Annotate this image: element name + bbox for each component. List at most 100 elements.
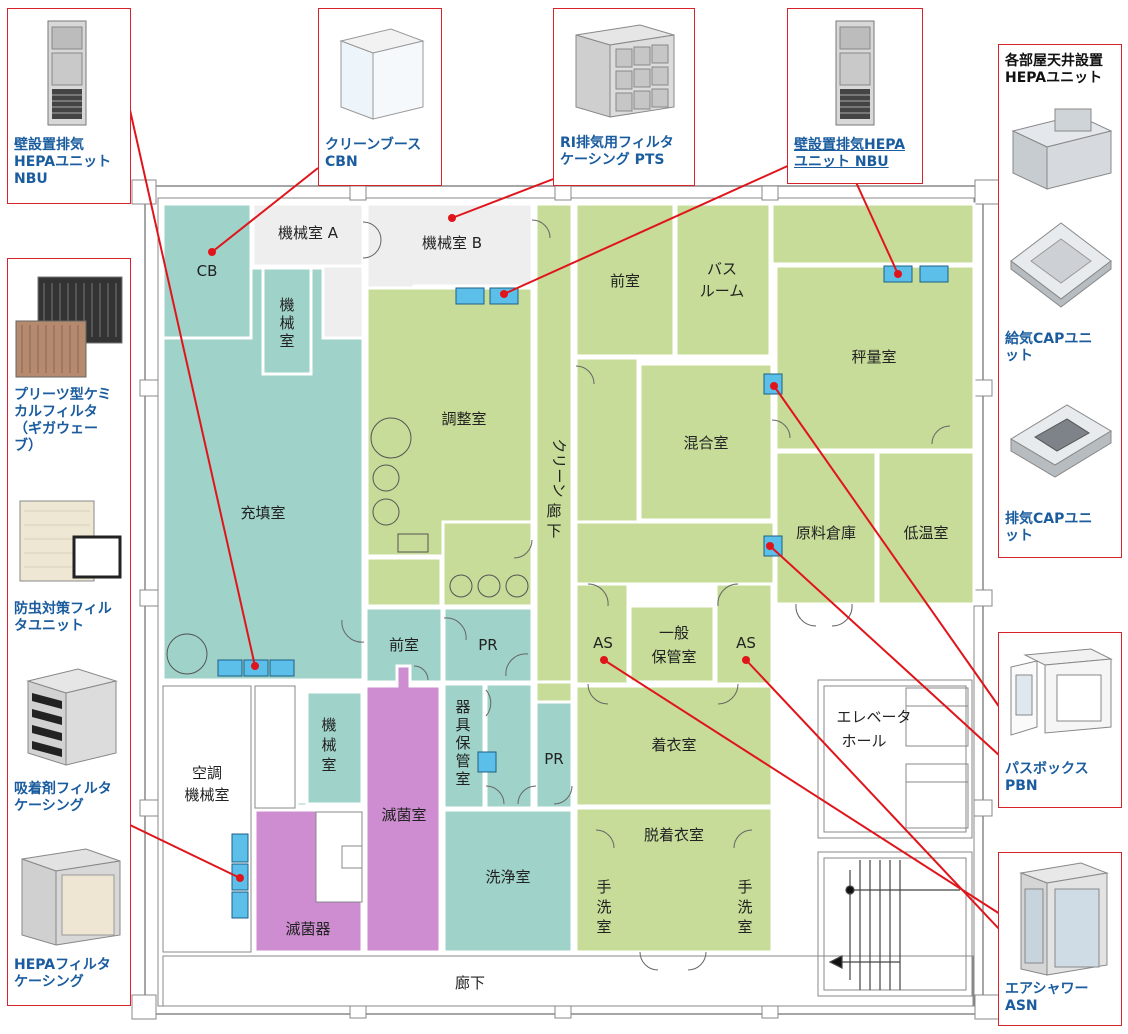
label-adjust: 調整室 xyxy=(441,410,486,428)
callout-nbu-right-label[interactable]: 壁設置排気HEPA ユニット NBU xyxy=(794,137,906,170)
label-handwash-r1: 手 xyxy=(737,878,752,896)
supply-cap-picture xyxy=(1010,222,1112,308)
callout-adsorbent-label: 吸着剤フィルタ ケーシング xyxy=(14,781,112,814)
room-general-storage xyxy=(628,604,716,684)
ceiling-units-header: 各部屋天井設置 HEPAユニット xyxy=(1005,53,1103,86)
callout-passbox-label: パスボックス PBN xyxy=(1005,761,1089,794)
callout-airshower-label: エアシャワー ASN xyxy=(1005,981,1089,1014)
leader-dots xyxy=(208,214,902,882)
label-equip-2: 具 xyxy=(455,716,470,734)
label-machine-a: 機械室 A xyxy=(278,224,339,242)
callout-nbu-left: 壁設置排気 HEPAユニット NBU xyxy=(7,8,131,204)
label-pr-top: PR xyxy=(478,636,497,654)
pts-casing-picture xyxy=(575,24,675,118)
doors xyxy=(341,219,951,971)
label-machine-2b: 械 xyxy=(321,736,336,754)
label-low-temp: 低温室 xyxy=(903,524,948,542)
room-machine-1 xyxy=(261,266,313,376)
room-adjust xyxy=(365,286,534,558)
room-washing xyxy=(442,808,574,954)
label-handwash-l3: 室 xyxy=(596,918,611,936)
label-sterilizer: 滅菌器 xyxy=(285,920,330,938)
teal-zone xyxy=(161,202,574,954)
callout-ceiling-units: 各部屋天井設置 HEPAユニット 給気CAPユニ ット 排気CAPユニ ット xyxy=(998,44,1122,558)
exhaust-cap-picture xyxy=(1010,404,1112,478)
label-bathroom-2: ルーム xyxy=(700,282,745,300)
room-machine-a xyxy=(251,202,365,268)
label-anteroom-top: 前室 xyxy=(610,272,640,290)
label-raw-storage: 原料倉庫 xyxy=(796,524,856,542)
callout-filters: プリーツ型ケミ カルフィルタ （ギガウェー ブ） 防虫対策フィル タユニット 吸… xyxy=(7,258,131,1006)
label-general-2: 保管室 xyxy=(651,648,696,666)
room-raw-storage xyxy=(774,450,878,606)
label-clean-corridor-3: 下 xyxy=(546,522,561,540)
label-general-1: 一般 xyxy=(659,624,689,642)
passbox-picture xyxy=(1010,648,1113,736)
room-low-temp xyxy=(876,450,976,606)
green-small-2 xyxy=(441,520,534,608)
nbu-unit-picture-2 xyxy=(835,20,875,126)
label-ac-machine-1: 空調 xyxy=(192,764,222,782)
label-elevator-2: ホール xyxy=(841,732,886,750)
label-equip-5: 室 xyxy=(455,770,470,788)
label-dressing: 着衣室 xyxy=(651,736,696,754)
label-mixing: 混合室 xyxy=(683,434,728,452)
label-machine-1a: 機 xyxy=(279,296,294,314)
label-filling: 充填室 xyxy=(240,504,285,522)
room-equip-storage xyxy=(442,682,486,810)
room-pr-top xyxy=(442,606,534,684)
room-as-left xyxy=(574,582,630,686)
label-machine-2c: 室 xyxy=(321,756,336,774)
green-zone xyxy=(365,202,976,954)
callout-nbu-left-label: 壁設置排気 HEPAユニット NBU xyxy=(14,137,112,187)
room-clean-corridor xyxy=(534,202,574,684)
ceiling-hepa-picture xyxy=(1011,108,1113,190)
label-pr-bottom: PR xyxy=(544,750,563,768)
label-handwash-r2: 洗 xyxy=(737,898,752,916)
label-washing: 洗浄室 xyxy=(485,868,530,886)
label-cb: CB xyxy=(197,262,218,280)
room-undressing xyxy=(574,806,774,954)
callout-pts: RI排気用フィルタ ケーシング PTS xyxy=(553,8,695,186)
label-equip-4: 管 xyxy=(455,752,470,770)
nbu-unit-picture xyxy=(47,20,87,126)
label-clean-corridor-2: 廊 xyxy=(546,502,561,520)
callout-cbn: クリーンブース CBN xyxy=(318,8,442,186)
callout-exhaust-cap-label: 排気CAPユニ ット xyxy=(1005,511,1093,544)
label-machine-1c: 室 xyxy=(279,332,294,350)
room-bathroom xyxy=(674,202,772,358)
label-machine-b: 機械室 B xyxy=(422,234,482,252)
callout-nbu-right: 壁設置排気HEPA ユニット NBU xyxy=(787,8,923,184)
hepa-casing-picture xyxy=(21,848,121,946)
tanks xyxy=(166,417,529,675)
weighing-top xyxy=(770,202,976,266)
label-handwash-r3: 室 xyxy=(737,918,752,936)
room-sterile xyxy=(364,664,442,954)
label-handwash-l1: 手 xyxy=(596,878,611,896)
callout-passbox: パスボックス PBN xyxy=(998,632,1122,808)
label-handwash-l2: 洗 xyxy=(596,898,611,916)
label-corridor: 廊下 xyxy=(455,974,485,992)
stairs xyxy=(828,860,960,990)
room-corridor xyxy=(162,955,974,1007)
label-elevator-1: エレベータ xyxy=(836,708,911,726)
callout-insect-label: 防虫対策フィル タユニット xyxy=(14,601,112,634)
callout-hepa-casing-label: HEPAフィルタ ケーシング xyxy=(14,957,111,990)
callout-pts-label: RI排気用フィルタ ケーシング PTS xyxy=(560,135,674,168)
callout-supply-cap-label: 給気CAPユニ ット xyxy=(1005,331,1093,364)
leader-lines xyxy=(129,109,1001,931)
label-equip-1: 器 xyxy=(455,698,470,716)
pleat-filter-picture xyxy=(15,276,123,378)
label-as-left: AS xyxy=(593,634,613,652)
callout-pleat-label: プリーツ型ケミ カルフィルタ （ギガウェー ブ） xyxy=(14,387,112,454)
room-labels: CB 機械室 A 機械室 B 機 械 室 充填室 調整室 クリーン 廊 下 前室… xyxy=(184,224,948,992)
room-machine-2 xyxy=(305,690,364,806)
label-anteroom-mid: 前室 xyxy=(389,636,419,654)
room-as-right xyxy=(714,582,774,686)
room-anteroom-top xyxy=(574,202,676,358)
label-bathroom-1: バス xyxy=(707,260,737,278)
elevator-hall xyxy=(817,679,973,997)
label-equip-3: 保 xyxy=(455,734,470,752)
label-clean-corridor-1: クリーン xyxy=(550,438,568,497)
